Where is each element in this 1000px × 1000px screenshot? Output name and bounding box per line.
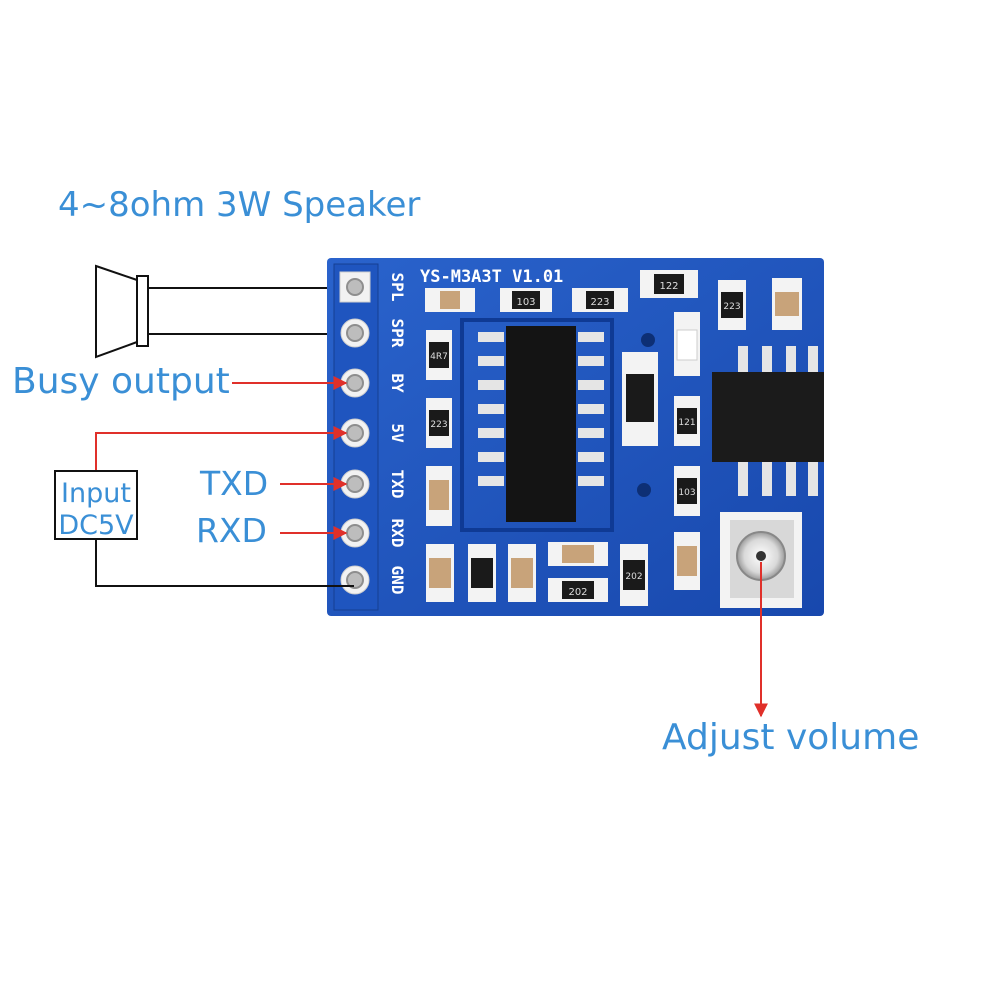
amplifier-ic-chip bbox=[712, 346, 824, 496]
pin-label-spr: SPR bbox=[388, 319, 407, 348]
txd-label: TXD bbox=[200, 464, 269, 503]
pin-label-spl: SPL bbox=[388, 273, 407, 302]
pin-header bbox=[339, 271, 371, 595]
svg-text:103: 103 bbox=[516, 297, 535, 308]
svg-text:103: 103 bbox=[678, 488, 695, 498]
pin-label-txd: TXD bbox=[388, 470, 407, 499]
svg-text:121: 121 bbox=[678, 418, 695, 428]
pin-label-rxd: RXD bbox=[388, 519, 407, 548]
pin-silkscreen-labels: SPL SPR BY 5V TXD RXD GND bbox=[388, 273, 407, 595]
gnd-wire bbox=[95, 540, 354, 587]
power-5v-wire bbox=[95, 426, 348, 470]
rxd-label: RXD bbox=[196, 511, 267, 550]
main-ic-chip bbox=[460, 318, 614, 532]
svg-text:223: 223 bbox=[723, 302, 740, 312]
svg-text:122: 122 bbox=[659, 281, 678, 292]
smd-components: 103 223 122 223 4R7 223 202 bbox=[425, 270, 802, 606]
busy-output-label: Busy output bbox=[12, 361, 230, 402]
volume-potentiometer bbox=[720, 512, 802, 608]
svg-text:223: 223 bbox=[430, 420, 447, 430]
input-label: Input bbox=[61, 478, 131, 509]
pin-label-gnd: GND bbox=[388, 566, 407, 595]
board-model-label: YS-M3A3T V1.01 bbox=[420, 267, 563, 287]
speaker-icon bbox=[95, 264, 149, 359]
pin-label-by: BY bbox=[388, 373, 407, 393]
pin-label-5v: 5V bbox=[388, 423, 407, 443]
power-input-box: Input DC5V bbox=[54, 470, 138, 541]
dc5v-label: DC5V bbox=[58, 510, 134, 541]
svg-text:202: 202 bbox=[625, 572, 642, 582]
speaker-label: 4~8ohm 3W Speaker bbox=[58, 185, 421, 225]
adjust-volume-label: Adjust volume bbox=[662, 717, 920, 758]
svg-text:223: 223 bbox=[590, 297, 609, 308]
svg-text:4R7: 4R7 bbox=[430, 352, 448, 362]
svg-text:202: 202 bbox=[568, 587, 587, 598]
